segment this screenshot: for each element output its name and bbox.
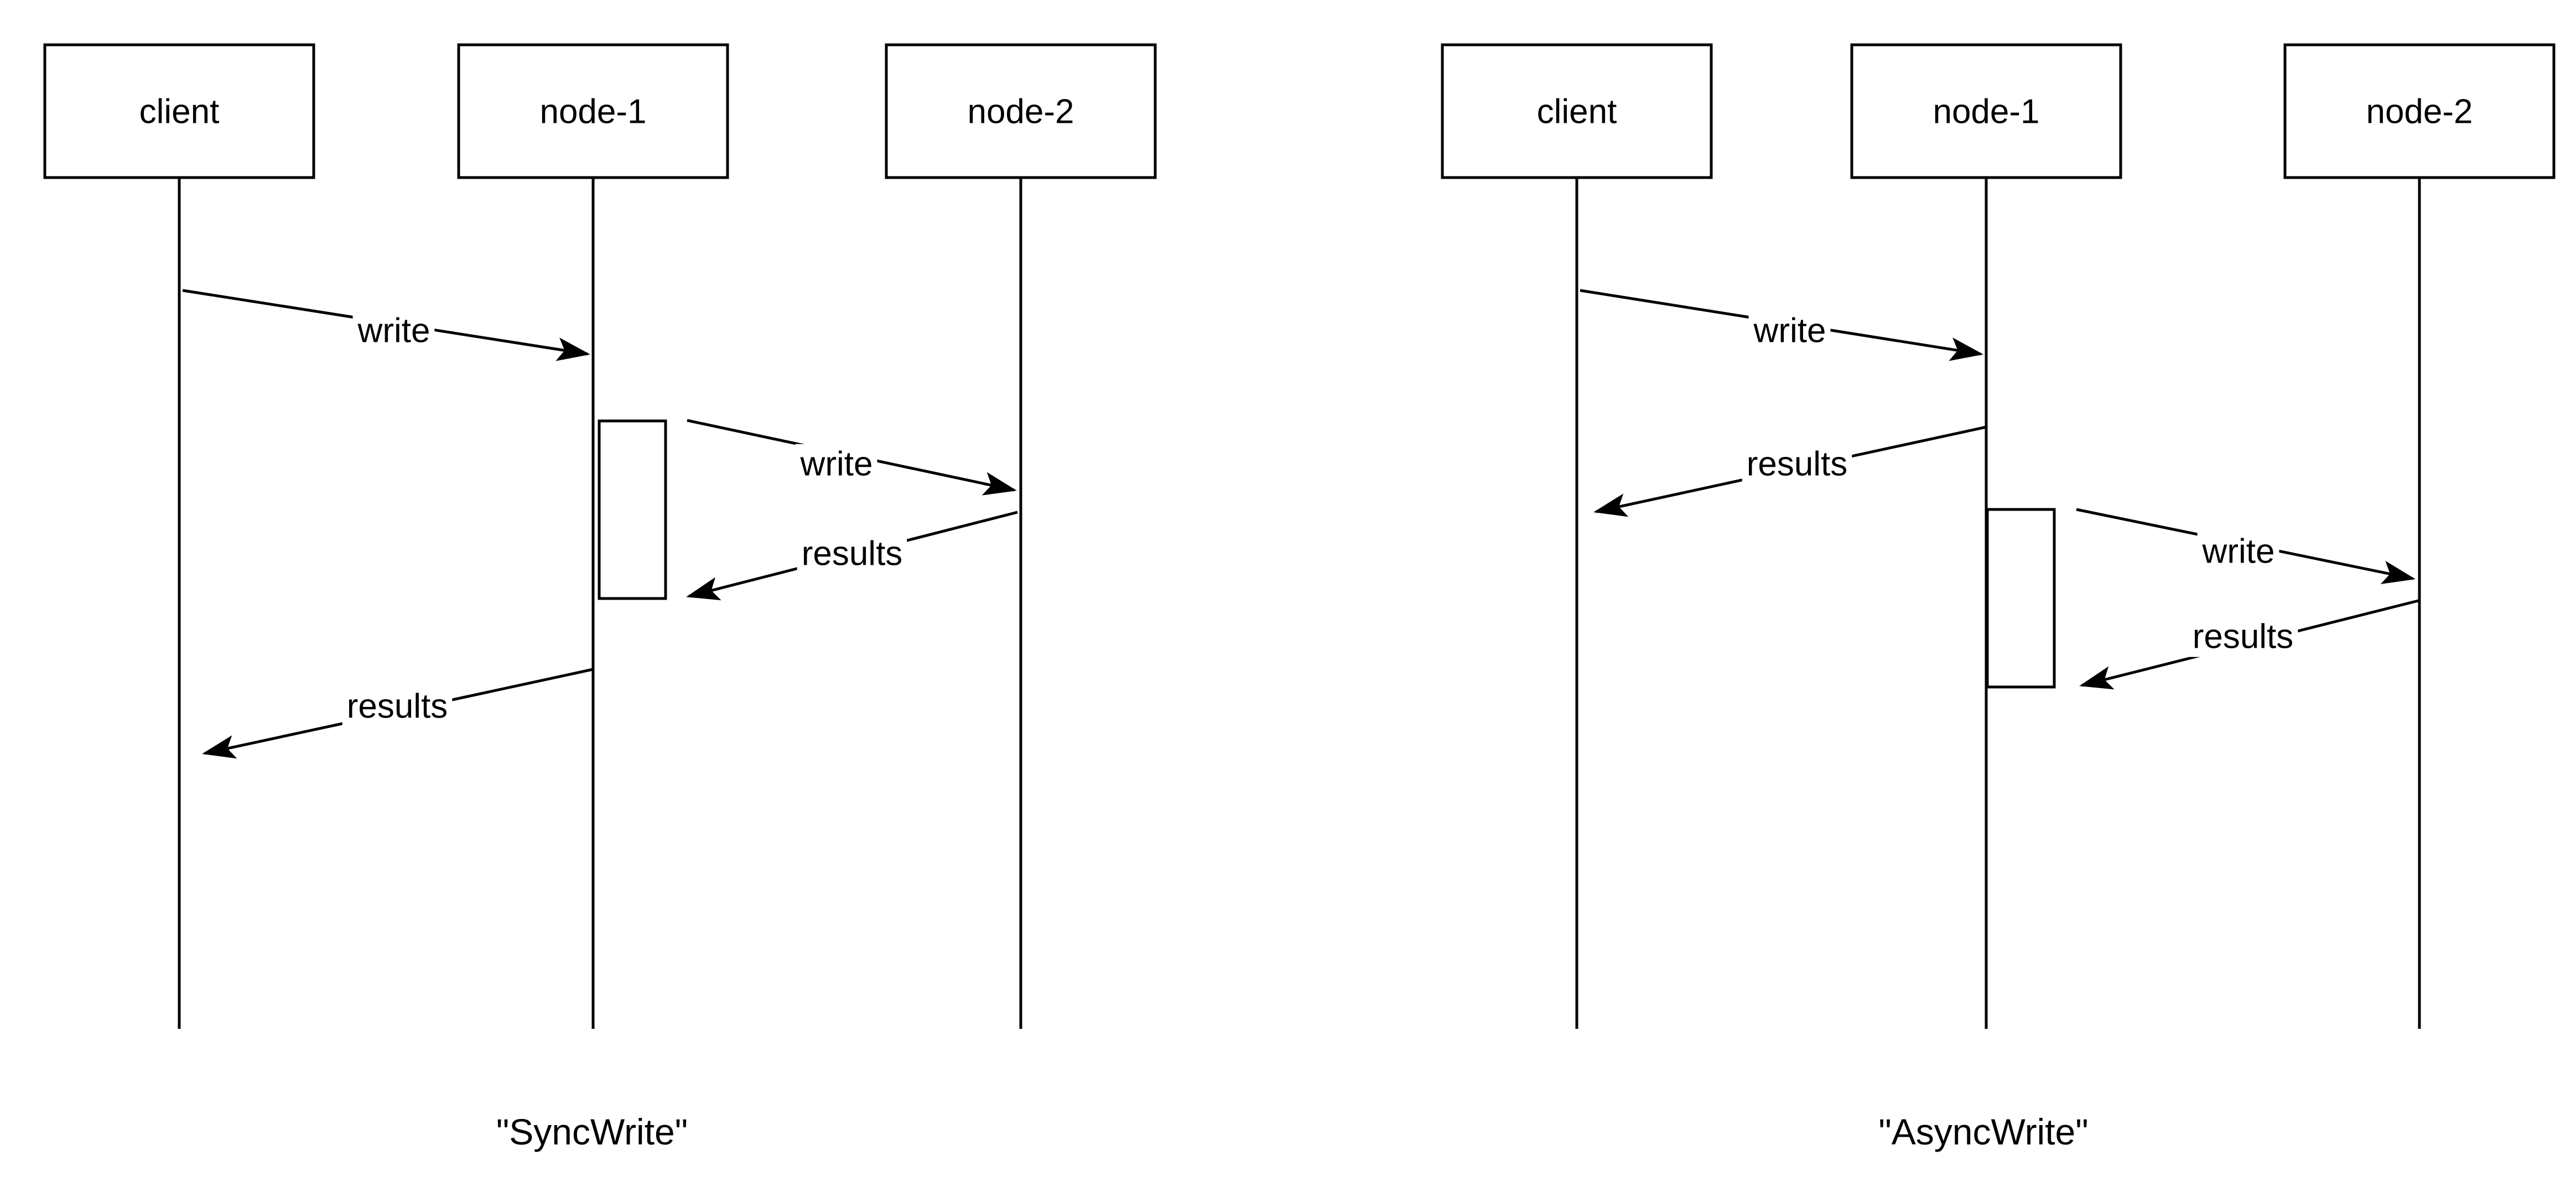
message-label-backdrop xyxy=(342,686,453,727)
message-label-backdrop xyxy=(2197,531,2279,572)
message-label-backdrop xyxy=(1748,310,1831,351)
activation-bar-node-1 xyxy=(598,419,667,600)
message-label-backdrop xyxy=(797,533,907,574)
sequence-diagram-async-write: write results write results client node-1 node… xyxy=(1441,43,2556,1029)
diagram-caption-asyncwrite: "AsyncWrite" xyxy=(1878,1111,2089,1152)
message-label: write xyxy=(1753,312,1826,350)
actor-box-client xyxy=(1441,43,1713,179)
message-label: write xyxy=(2202,533,2275,571)
actor-label-client: client xyxy=(139,93,220,131)
actor-label-node-1: node-1 xyxy=(539,93,646,131)
actor-box-client xyxy=(43,43,315,179)
actor-box-node-2 xyxy=(2283,43,2556,179)
sequence-diagram-sync-write: write write results results client node-1 node… xyxy=(43,43,1157,1029)
message-label-backdrop xyxy=(795,444,877,485)
message-label-backdrop xyxy=(2188,616,2298,657)
actor-box-node-2 xyxy=(885,43,1157,179)
actor-label-node-2: node-2 xyxy=(2366,93,2473,131)
message-label: write xyxy=(800,445,873,483)
message-label-backdrop xyxy=(1742,444,1852,485)
actor-box-node-1 xyxy=(1850,43,2122,179)
actor-box-node-1 xyxy=(457,43,729,179)
actor-label-node-2: node-2 xyxy=(967,93,1074,131)
message-label: results xyxy=(2193,618,2294,656)
message-label: results xyxy=(802,535,903,573)
message-label: write xyxy=(357,312,430,350)
activation-bar-node-1 xyxy=(1986,508,2056,689)
actor-label-client: client xyxy=(1537,93,1617,131)
actor-label-node-1: node-1 xyxy=(1933,93,2039,131)
diagram-caption-syncwrite: "SyncWrite" xyxy=(496,1111,688,1152)
message-label-backdrop xyxy=(352,310,435,351)
message-label: results xyxy=(347,688,448,726)
message-label: results xyxy=(1747,445,1848,483)
